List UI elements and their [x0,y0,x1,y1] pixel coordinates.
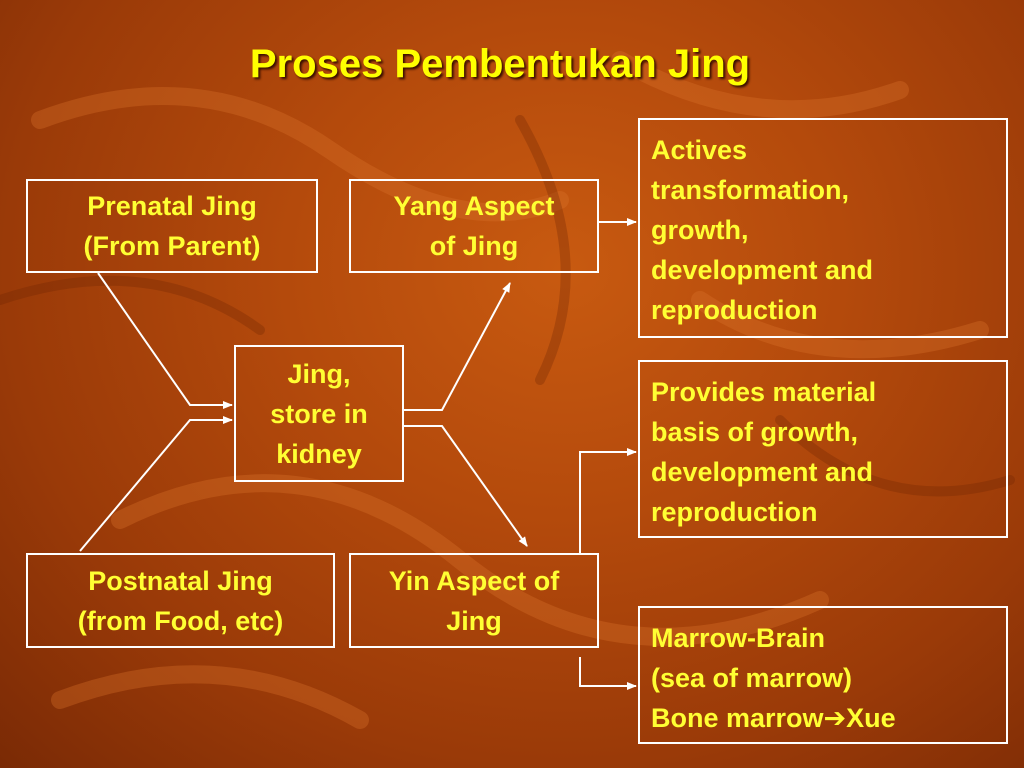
jing-kidney-box: Jing, store in kidney [234,345,404,482]
yin-to-function-arrow [579,448,637,553]
yin-to-marrow-arrow [579,657,637,690]
yin-aspect-label: Yin Aspect of Jing [388,565,560,636]
postnatal-jing-box: Postnatal Jing (from Food, etc) [26,553,335,648]
yin-function-label: Provides material basis of growth, devel… [651,377,877,527]
yang-aspect-label: Yang Aspect of Jing [393,191,555,261]
yin-function-box: Provides material basis of growth, devel… [638,360,1008,538]
jing-to-yang-arrow [404,282,511,411]
prenatal-jing-box: Prenatal Jing (From Parent) [26,179,318,273]
postnatal-to-jing-arrow [79,416,233,552]
yin-aspect-box: Yin Aspect of Jing [349,553,599,648]
slide-title: Proses Pembentukan Jing [249,42,751,86]
marrow-label: Marrow-Brain (sea of marrow) Bone marrow… [651,623,896,733]
yang-function-label: Actives transformation, growth, developm… [651,135,874,325]
marrow-box: Marrow-Brain (sea of marrow) Bone marrow… [638,606,1008,744]
yang-aspect-box: Yang Aspect of Jing [349,179,599,273]
jing-to-yin-arrow [404,425,528,547]
prenatal-jing-label: Prenatal Jing (From Parent) [83,191,261,261]
yang-function-box: Actives transformation, growth, developm… [638,118,1008,338]
jing-kidney-label: Jing, store in kidney [270,358,368,469]
postnatal-jing-label: Postnatal Jing (from Food, etc) [77,565,284,636]
prenatal-to-jing-arrow [97,272,233,409]
